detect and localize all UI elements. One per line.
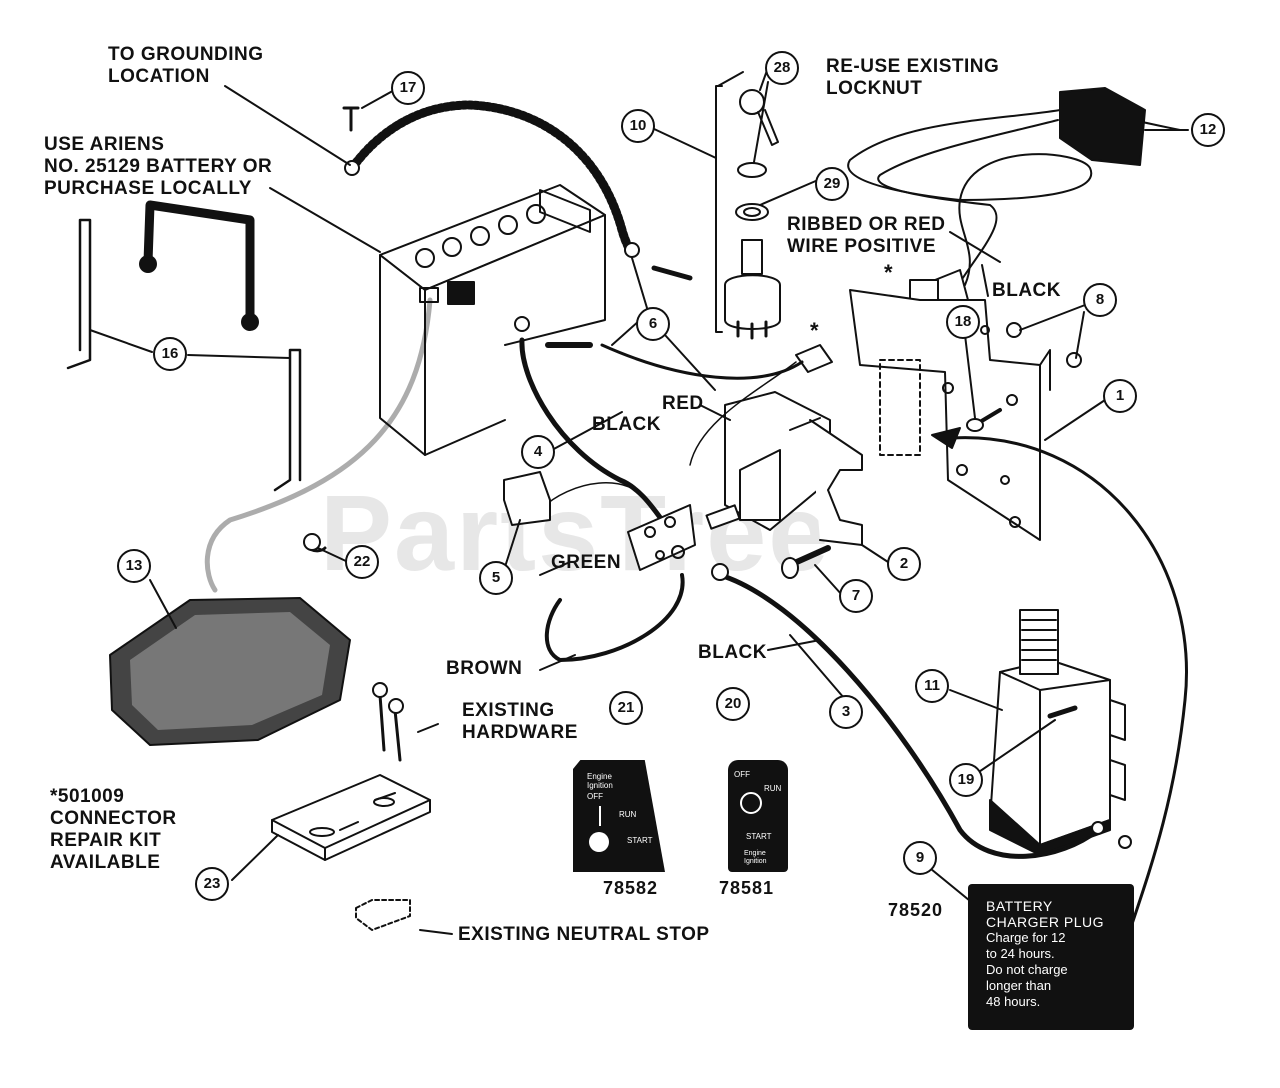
callout-8: 8 xyxy=(1083,283,1117,317)
callout-22: 22 xyxy=(345,545,379,579)
callout-20: 20 xyxy=(716,687,750,721)
battery-strap xyxy=(143,200,255,325)
label-reuse-locknut: RE-USE EXISTING LOCKNUT xyxy=(826,56,1000,99)
callout-4: 4 xyxy=(521,435,555,469)
callout-2: 2 xyxy=(887,547,921,581)
connector-5 xyxy=(503,471,551,526)
wire-green xyxy=(539,482,651,511)
decal21-key-circle xyxy=(589,832,609,852)
ignition-decal-78581: OFF RUN START Engine Ignition xyxy=(728,760,788,872)
wire-4-black xyxy=(519,337,673,533)
callout-21: 21 xyxy=(609,691,643,725)
battery-charger-decal: BATTERY CHARGER PLUG Charge for 12 to 24… xyxy=(968,884,1134,1030)
callout-13: 13 xyxy=(117,549,151,583)
label-grounding: TO GROUNDING LOCATION xyxy=(108,44,264,87)
battery xyxy=(379,184,606,456)
ground-strap xyxy=(347,100,637,259)
ignition-decal-78582: Engine Ignition OFF RUN START xyxy=(573,760,665,872)
decal21-off: OFF xyxy=(587,792,603,801)
callout-29: 29 xyxy=(815,167,849,201)
decal20-engine-ignition: Engine Ignition xyxy=(744,850,767,865)
callout-5: 5 xyxy=(479,561,513,595)
decal20-off: OFF xyxy=(734,770,750,779)
mounting-plate xyxy=(849,289,1051,541)
starter-motor xyxy=(989,609,1126,856)
wire-brown xyxy=(544,573,685,662)
label-battery-note: USE ARIENS NO. 25129 BATTERY OR PURCHASE… xyxy=(44,134,273,199)
charger-decal-part-number: 78520 xyxy=(888,900,944,920)
decal21-run: RUN xyxy=(619,810,637,819)
decal20-start: START xyxy=(746,832,772,841)
decal20-run: RUN xyxy=(764,784,782,793)
label-black-top: BLACK xyxy=(992,280,1061,301)
wire-red xyxy=(689,361,797,466)
asterisk-connector: * xyxy=(810,318,820,343)
ignition-switch xyxy=(724,239,781,340)
decal20-key-circle xyxy=(740,792,762,814)
decal20-part-number: 78581 xyxy=(719,878,775,898)
label-red: RED xyxy=(662,393,704,414)
hold-down-bar-2 xyxy=(273,348,302,492)
wire-6 xyxy=(600,343,804,380)
wiring-harness xyxy=(847,87,1181,291)
callout-12: 12 xyxy=(1191,113,1225,147)
callout-6: 6 xyxy=(636,307,670,341)
decal21-start: START xyxy=(627,836,653,845)
label-black-low: BLACK xyxy=(698,642,767,663)
callout-10: 10 xyxy=(621,109,655,143)
label-neutral-stop: EXISTING NEUTRAL STOP xyxy=(458,924,710,945)
neutral-stop-bracket xyxy=(271,774,431,931)
callout-11: 11 xyxy=(915,669,949,703)
vent-tube xyxy=(204,297,433,593)
asterisk-top: * xyxy=(884,260,894,285)
label-black-mid: BLACK xyxy=(592,414,661,435)
callout-9: 9 xyxy=(903,841,937,875)
starter-solenoid xyxy=(705,391,863,546)
callout-28: 28 xyxy=(765,51,799,85)
decal21-pointer xyxy=(599,806,601,826)
label-existing-hardware: EXISTING HARDWARE xyxy=(462,700,578,743)
callout-18: 18 xyxy=(946,305,980,339)
callout-19: 19 xyxy=(949,763,983,797)
callout-1: 1 xyxy=(1103,379,1137,413)
callout-23: 23 xyxy=(195,867,229,901)
charger-instructions: Charge for 12 to 24 hours. Do not charge… xyxy=(986,930,1068,1009)
decal21-part-number: 78582 xyxy=(603,878,659,898)
callout-3: 3 xyxy=(829,695,863,729)
label-brown: BROWN xyxy=(446,658,523,679)
callout-17: 17 xyxy=(391,71,425,105)
label-ribbed-wire: RIBBED OR RED WIRE POSITIVE xyxy=(787,214,946,257)
label-green: GREEN xyxy=(551,552,622,573)
callout-16: 16 xyxy=(153,337,187,371)
charger-title: BATTERY CHARGER PLUG xyxy=(986,898,1105,930)
hold-down-bar xyxy=(66,218,92,370)
label-connector-kit: *501009 CONNECTOR REPAIR KIT AVAILABLE xyxy=(50,786,177,873)
callout-7: 7 xyxy=(839,579,873,613)
decal21-engine-ignition: Engine Ignition xyxy=(587,772,613,790)
